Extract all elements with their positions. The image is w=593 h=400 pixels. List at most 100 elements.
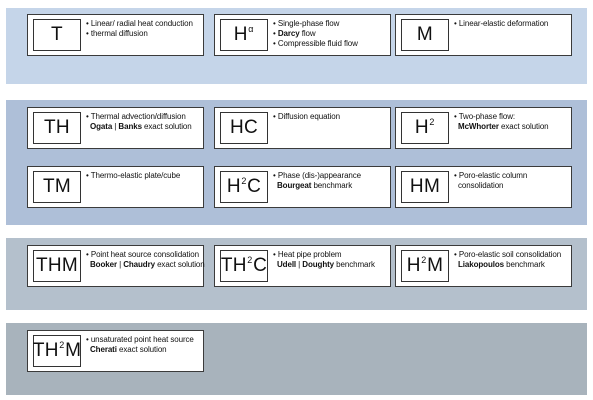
description-text: Two-phase flow: xyxy=(458,112,515,121)
process-code-suffix: M xyxy=(427,255,444,276)
process-code-box: TM xyxy=(33,171,81,203)
bullet-icon: • xyxy=(86,29,91,38)
bullet-icon: • xyxy=(454,171,459,180)
reference-name: Udell xyxy=(277,260,297,269)
description-line: Ogata | Banks exact solution xyxy=(86,122,200,132)
process-code-box: HC xyxy=(220,112,268,144)
description-text: Phase (dis-)appearance xyxy=(277,171,362,180)
description-text: Thermal advection/diffusion xyxy=(90,112,186,121)
description-line: Udell | Doughty benchmark xyxy=(273,260,387,270)
method-card: M • Linear-elastic deformation xyxy=(395,14,572,56)
method-description: • Linear-elastic deformation xyxy=(454,19,568,29)
reference-name: Cherati xyxy=(90,345,117,354)
process-code-superscript: 2 xyxy=(247,255,253,265)
description-line: Cherati exact solution xyxy=(86,345,200,355)
process-code: M xyxy=(416,24,434,45)
process-code-superscript: 2 xyxy=(429,117,435,127)
description-text: | xyxy=(296,260,303,269)
bullet-icon: • xyxy=(273,39,278,48)
reference-name: Booker xyxy=(90,260,117,269)
process-code-superscript: α xyxy=(248,24,254,34)
description-text: | xyxy=(112,122,119,131)
description-text: | xyxy=(116,260,124,269)
description-line: • Compressible fluid flow xyxy=(273,39,387,49)
description-text: exact solution xyxy=(498,122,549,131)
reference-name: Ogata xyxy=(90,122,113,131)
method-description: • Diffusion equation xyxy=(273,112,387,122)
process-code-box: HM xyxy=(401,171,449,203)
reference-name: Darcy xyxy=(277,29,300,38)
process-code: TH xyxy=(32,340,59,361)
description-line: • Point heat source consolidation xyxy=(86,250,200,260)
process-code: H xyxy=(233,24,248,45)
reference-name: Chaudry xyxy=(123,260,155,269)
bullet-icon: • xyxy=(86,250,91,259)
description-text: exact solution xyxy=(116,345,167,354)
reference-name: Liakopoulos xyxy=(458,260,505,269)
process-code-box: THM xyxy=(33,250,81,282)
bullet-icon: • xyxy=(273,250,278,259)
description-line: • Single-phase flow xyxy=(273,19,387,29)
description-text: thermal diffusion xyxy=(90,29,148,38)
method-description: • Single-phase flow• Darcy flow• Compres… xyxy=(273,19,387,49)
description-line: • Linear/ radial heat conduction xyxy=(86,19,200,29)
method-description: • Two-phase flow:McWhorter exact solutio… xyxy=(454,112,568,132)
description-line: • Darcy flow xyxy=(273,29,387,39)
description-line: Booker | Chaudry exact solution xyxy=(86,260,205,270)
description-line: McWhorter exact solution xyxy=(454,122,568,132)
description-text: Heat pipe problem xyxy=(277,250,342,259)
bullet-icon: • xyxy=(454,19,459,28)
description-text: Compressible fluid flow xyxy=(277,39,358,48)
description-text: Linear-elastic deformation xyxy=(458,19,549,28)
bullet-icon: • xyxy=(273,29,278,38)
description-text: exact solution xyxy=(154,260,205,269)
reference-name: Doughty xyxy=(302,260,335,269)
description-line: • Heat pipe problem xyxy=(273,250,387,260)
process-code-suffix: C xyxy=(253,255,268,276)
bullet-icon: • xyxy=(273,112,278,121)
reference-name: Banks xyxy=(118,122,142,131)
description-text: Thermo-elastic plate/cube xyxy=(90,171,181,180)
method-description: • Thermo-elastic plate/cube xyxy=(86,171,200,181)
description-line: • thermal diffusion xyxy=(86,29,200,39)
description-line: • Thermo-elastic plate/cube xyxy=(86,171,200,181)
description-text: benchmark xyxy=(504,260,545,269)
description-line: • Thermal advection/diffusion xyxy=(86,112,200,122)
description-line: • Diffusion equation xyxy=(273,112,387,122)
process-code-suffix: C xyxy=(247,176,262,197)
process-code: T xyxy=(51,24,63,45)
bullet-icon: • xyxy=(86,112,91,121)
description-text: Poro-elastic soil consolidation xyxy=(458,250,562,259)
bullet-icon: • xyxy=(273,171,278,180)
description-line: Liakopoulos benchmark xyxy=(454,260,568,270)
description-line: • Poro-elastic soil consolidation xyxy=(454,250,568,260)
process-code-box: T xyxy=(33,19,81,51)
description-text: unsaturated point heat source xyxy=(90,335,194,344)
description-text: Poro-elastic column xyxy=(458,171,528,180)
method-card: TM • Thermo-elastic plate/cube xyxy=(27,166,204,208)
process-code: THM xyxy=(35,255,79,276)
process-code: TM xyxy=(42,176,72,197)
process-code: H xyxy=(414,117,429,138)
method-description: • Linear/ radial heat conduction• therma… xyxy=(86,19,200,39)
process-code: TH xyxy=(220,255,247,276)
process-code: HC xyxy=(229,117,259,138)
method-card: T • Linear/ radial heat conduction• therm… xyxy=(27,14,204,56)
description-line: • unsaturated point heat source xyxy=(86,335,200,345)
description-line: • Phase (dis-)appearance xyxy=(273,171,387,181)
bullet-icon: • xyxy=(273,19,278,28)
bullet-icon: • xyxy=(454,112,459,121)
